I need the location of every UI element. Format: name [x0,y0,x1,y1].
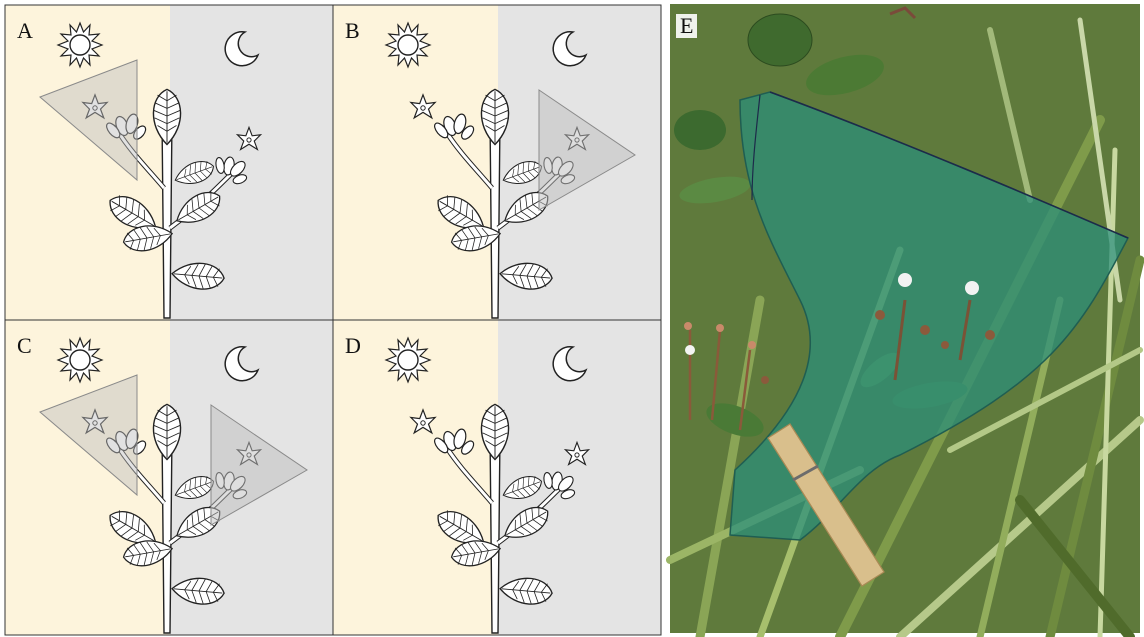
panel-d: D [333,320,661,635]
photo-panel [670,4,1140,637]
panel-a: A [5,5,333,320]
panel-b: B [333,5,661,320]
panel-label-d: D [345,333,361,358]
panel-label-a: A [17,18,33,43]
panel-label-c: C [17,333,32,358]
panel-grid: A B C D [5,5,661,635]
panel-c: C [5,320,333,635]
panel-label-b: B [345,18,360,43]
panel-label-e: E [676,14,697,38]
